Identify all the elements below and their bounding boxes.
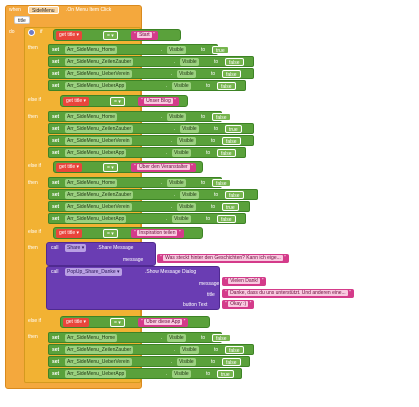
set-zeilen-visible[interactable]: set Arr_SideMenu_ZeilenZauber . Visible …	[48, 344, 254, 355]
call-show-message-dialog[interactable]: call PopUp_Share_Danke ▾ .Show Message D…	[46, 266, 220, 310]
string-dialog-message[interactable]: “ Vielen Dank! ”	[222, 277, 267, 286]
get-title-block[interactable]: get title ▾	[56, 31, 83, 40]
event-name: .On Menu Item Click	[66, 7, 112, 13]
equals-operator[interactable]: = ▾	[103, 163, 118, 172]
string-veranstalter[interactable]: “ Über den Veranstalter ”	[131, 163, 196, 172]
component-dropdown[interactable]: SideMenu	[28, 6, 59, 14]
if-keyword: if	[40, 29, 43, 35]
string-ueber-app[interactable]: “ Über diese App ”	[138, 318, 189, 327]
equals-operator[interactable]: = ▾	[103, 229, 118, 238]
when-keyword: when	[9, 7, 21, 13]
else-if-keyword: else if	[28, 229, 42, 235]
set-home-visible[interactable]: set Arr_SideMenu_Home . Visible to true	[48, 44, 229, 55]
mutator-gear-icon[interactable]	[28, 29, 35, 36]
set-zeilen-visible[interactable]: set Arr_SideMenu_ZeilenZauber . Visible …	[48, 189, 258, 200]
compare-block-veranstalter[interactable]: get title ▾ = ▾ “ Über den Veranstalter …	[53, 161, 203, 173]
compare-block-blog[interactable]: get title ▾ = ▾ “ Unser Blog ”	[60, 95, 188, 107]
else-if-keyword: else if	[28, 97, 42, 103]
set-ueberverein-visible[interactable]: set Arr_SideMenu_UeberVerein . Visible t…	[48, 201, 250, 212]
then-keyword: then	[28, 245, 38, 251]
then-keyword: then	[28, 114, 38, 120]
set-home-visible[interactable]: set Arr_SideMenu_Home . Visible to false	[48, 332, 231, 343]
equals-operator[interactable]: = ▾	[110, 97, 125, 106]
set-zeilen-visible[interactable]: set Arr_SideMenu_ZeilenZauber . Visible …	[48, 56, 254, 67]
string-dialog-button[interactable]: “ Okay :) ”	[222, 300, 255, 309]
equals-operator[interactable]: = ▾	[110, 318, 125, 327]
call-share-message[interactable]: call Share ▾ .Share Message message	[46, 242, 156, 266]
set-ueberapp-visible[interactable]: set Arr_SideMenu_UeberApp . Visible to f…	[48, 213, 246, 224]
do-keyword: do	[9, 29, 15, 35]
then-keyword: then	[28, 180, 38, 186]
set-home-visible[interactable]: set Arr_SideMenu_Home . Visible to false	[48, 177, 231, 188]
string-dialog-title[interactable]: “ Danke, dass du uns unterstützt. Und an…	[222, 289, 354, 298]
get-title-block[interactable]: get title ▾	[63, 318, 90, 327]
set-zeilen-visible[interactable]: set Arr_SideMenu_ZeilenZauber . Visible …	[48, 123, 254, 134]
string-blog[interactable]: “ Unser Blog ”	[138, 97, 179, 106]
then-keyword: then	[28, 45, 38, 51]
compare-block-start[interactable]: get title ▾ = ▾ “ Start ”	[53, 29, 181, 41]
set-ueberverein-visible[interactable]: set Arr_SideMenu_UeberVerein . Visible t…	[48, 135, 254, 146]
set-ueberverein-visible[interactable]: set Arr_SideMenu_UeberVerein . Visible t…	[48, 356, 250, 367]
string-share-message[interactable]: “ Was steckt hinter den Geschichten? Kan…	[157, 254, 289, 263]
compare-block-inspiration[interactable]: get title ▾ = ▾ “ Inspiration teilen ”	[53, 227, 203, 239]
string-start[interactable]: “ Start ”	[131, 31, 158, 40]
then-keyword: then	[28, 334, 38, 340]
set-ueberverein-visible[interactable]: set Arr_SideMenu_UeberVerein . Visible t…	[48, 68, 254, 79]
compare-block-ueber-app[interactable]: get title ▾ = ▾ “ Über diese App ”	[60, 316, 210, 328]
param-title[interactable]: title	[14, 16, 30, 24]
set-ueberapp-visible[interactable]: set Arr_SideMenu_UeberApp . Visible to f…	[48, 147, 246, 158]
set-ueberapp-visible[interactable]: set Arr_SideMenu_UeberApp . Visible to f…	[48, 80, 246, 91]
string-inspiration[interactable]: “ Inspiration teilen ”	[131, 229, 184, 238]
get-title-block[interactable]: get title ▾	[56, 163, 83, 172]
get-title-block[interactable]: get title ▾	[63, 97, 90, 106]
else-if-keyword: else if	[28, 318, 42, 324]
set-ueberapp-visible[interactable]: set Arr_SideMenu_UeberApp . Visible to t…	[48, 368, 242, 379]
get-title-block[interactable]: get title ▾	[56, 229, 83, 238]
equals-operator[interactable]: = ▾	[103, 31, 118, 40]
else-if-keyword: else if	[28, 163, 42, 169]
set-home-visible[interactable]: set Arr_SideMenu_Home . Visible to false	[48, 111, 231, 122]
